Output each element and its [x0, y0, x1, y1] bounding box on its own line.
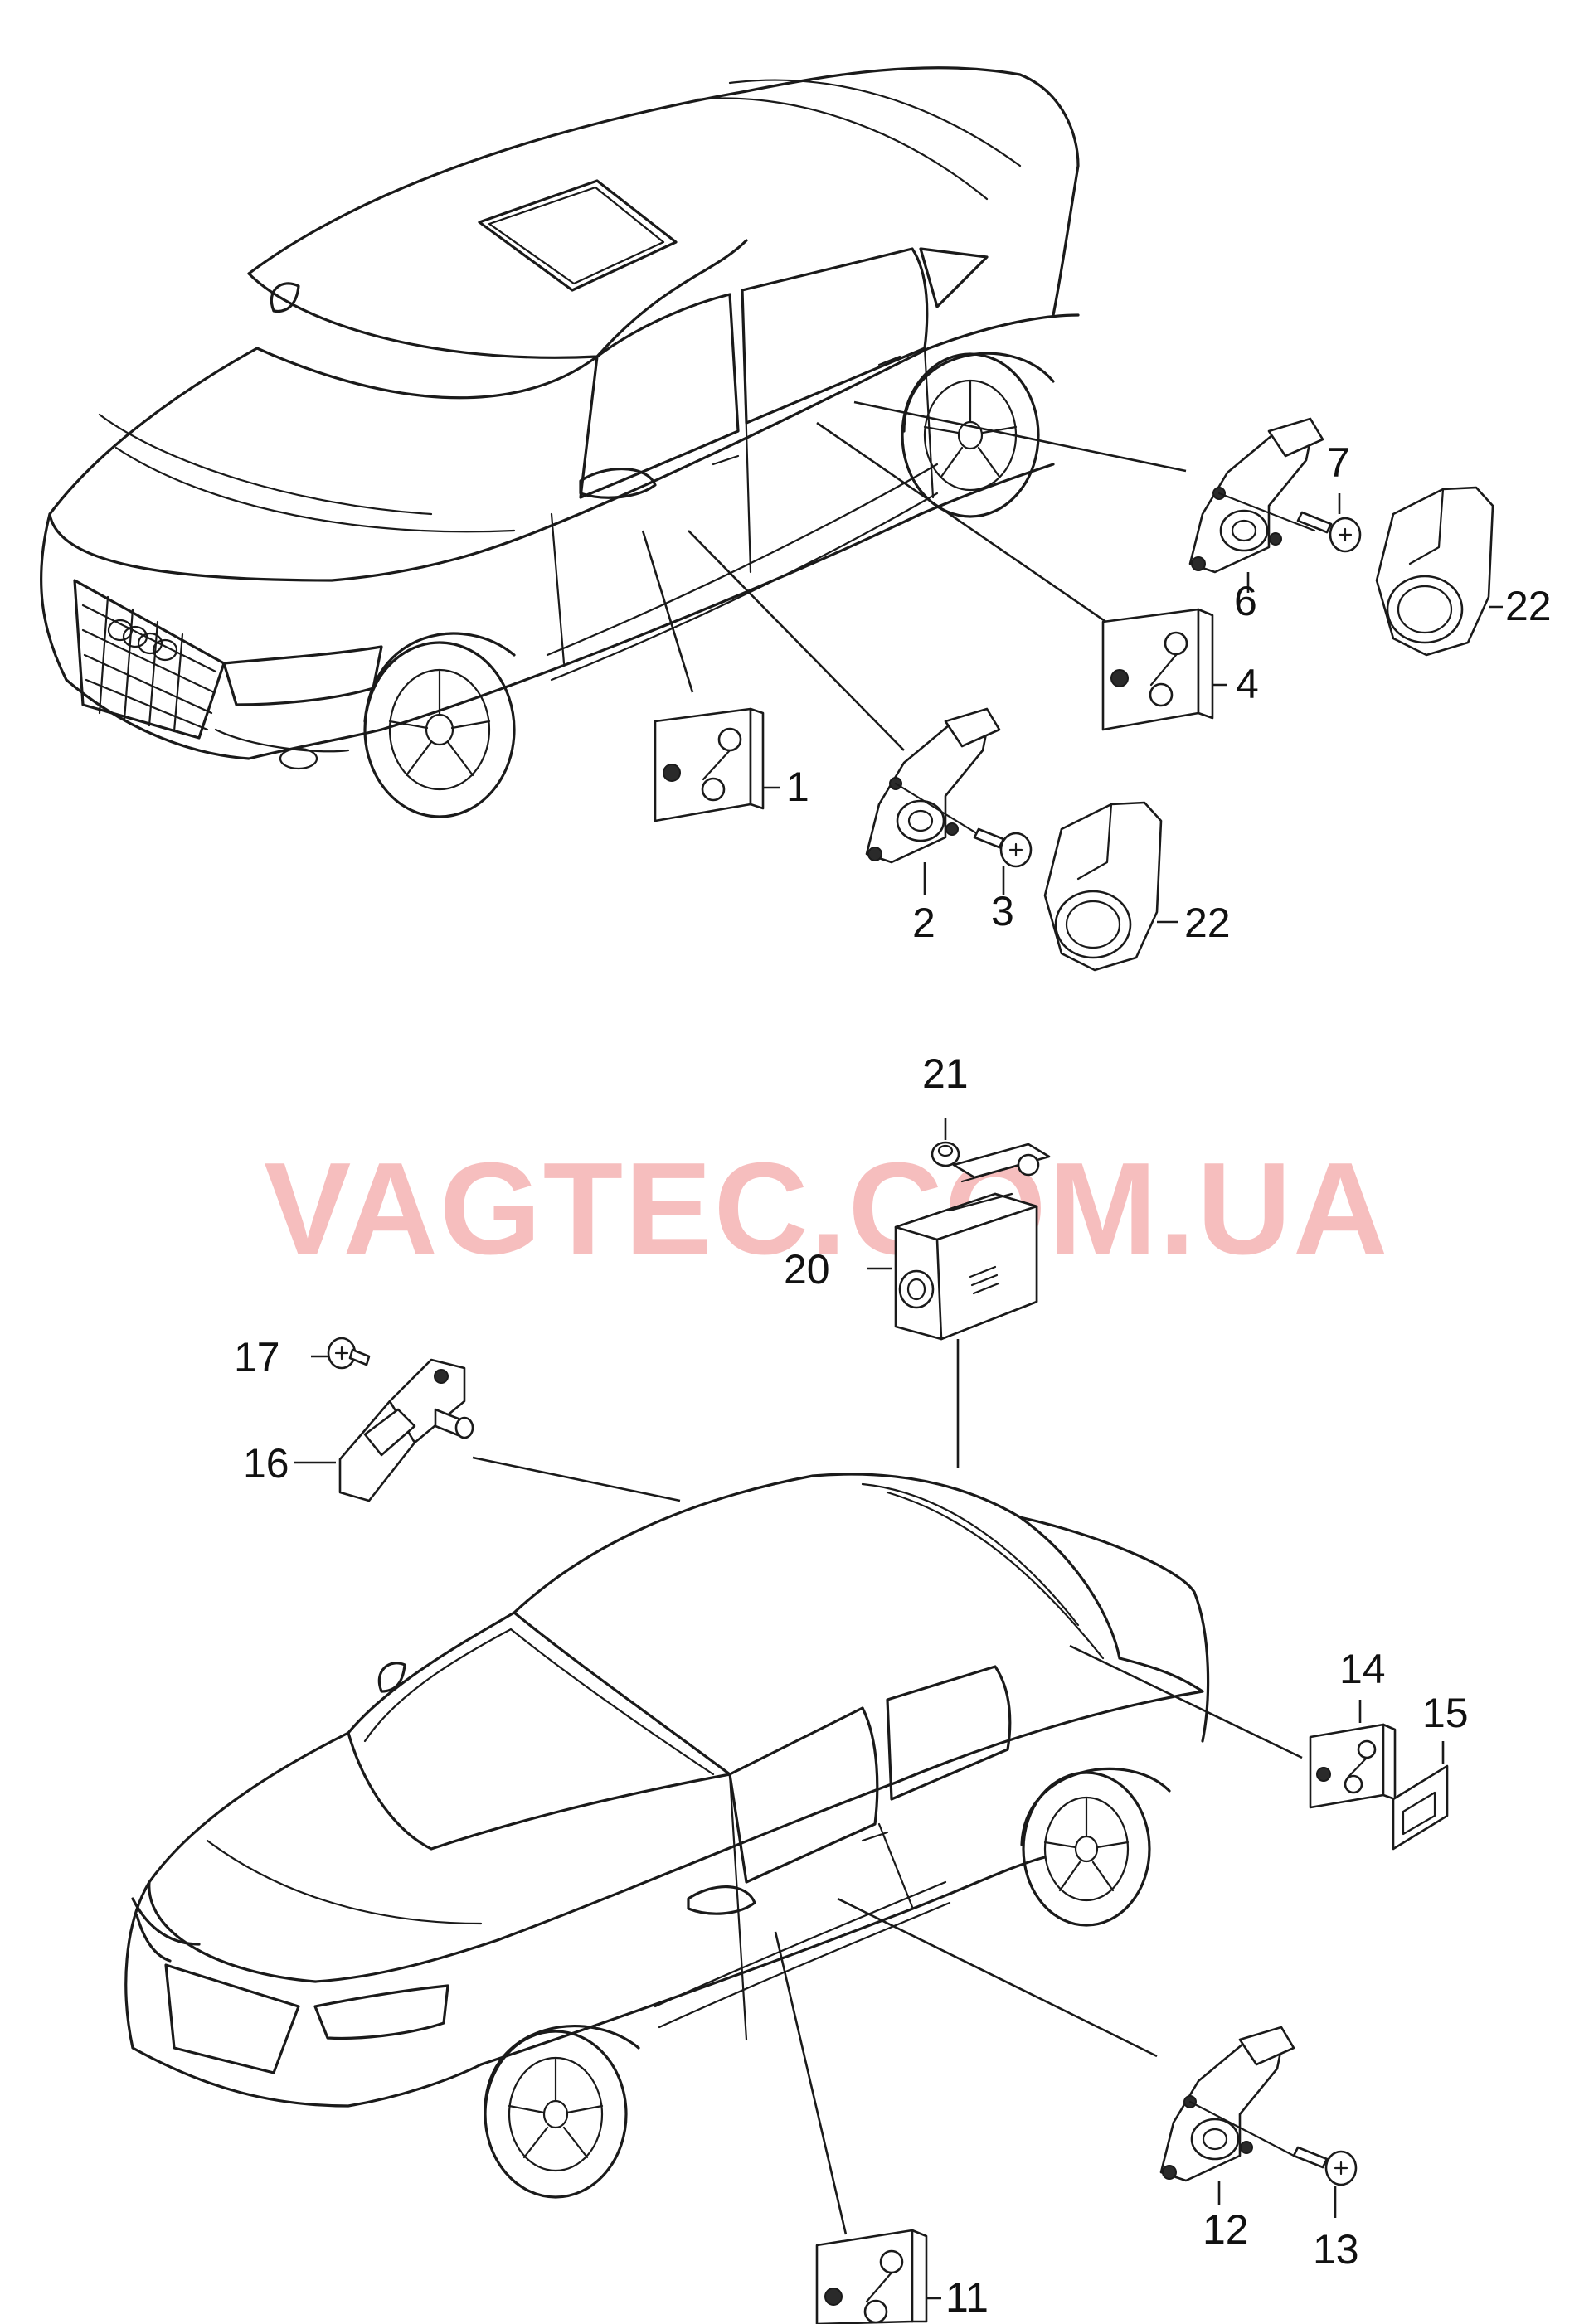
control-switch-icon — [815, 2229, 928, 2324]
callout-12: 12 — [1203, 2206, 1249, 2253]
watermark-text: VAGTEC.COM.UA — [264, 1136, 1389, 1282]
control-unit-icon — [894, 1143, 1051, 1341]
gasket-icon — [1392, 1764, 1449, 1851]
window-regulator-motor-icon — [1159, 2026, 1295, 2182]
motor-cover-icon — [1043, 801, 1163, 972]
callout-14: 14 — [1339, 1646, 1386, 1692]
rear-wheel — [1020, 1767, 1171, 1927]
callout-2: 2 — [912, 900, 935, 946]
sedan-car-illustration — [40, 66, 1080, 818]
window-regulator-motor-icon — [1188, 417, 1324, 574]
front-wheel — [363, 632, 516, 818]
motor-cover-icon — [1375, 486, 1494, 657]
control-switch-icon — [654, 707, 765, 822]
callout-15: 15 — [1422, 1690, 1469, 1736]
callout-7: 7 — [1327, 439, 1350, 486]
callout-22b: 22 — [1505, 583, 1552, 629]
callout-3: 3 — [991, 888, 1014, 934]
callout-4: 4 — [1236, 661, 1259, 707]
callout-6: 6 — [1234, 578, 1257, 624]
screw-icon — [1292, 2146, 1358, 2186]
cabriolet-leader-lines — [774, 1644, 1303, 2235]
grille-mesh — [81, 595, 217, 733]
screw-icon — [1296, 511, 1362, 553]
callout-16: 16 — [243, 1440, 289, 1487]
callout-13: 13 — [1313, 2226, 1359, 2273]
callout-11: 11 — [945, 2274, 989, 2321]
front-wheel — [484, 2025, 640, 2199]
callout-21: 21 — [922, 1050, 969, 1097]
callout-17: 17 — [234, 1334, 280, 1380]
control-switch-icon — [1309, 1723, 1397, 1809]
callout-20: 20 — [784, 1246, 830, 1293]
cabriolet-car-illustration — [124, 1473, 1210, 2199]
callout-1: 1 — [786, 764, 809, 810]
screw-icon — [973, 827, 1033, 868]
window-regulator-motor-icon — [865, 707, 1005, 864]
control-switch-icon — [1101, 608, 1214, 731]
sedan-leader-lines — [641, 400, 1187, 751]
callout-22a: 22 — [1184, 900, 1231, 946]
roof-motor-icon — [338, 1358, 474, 1502]
screw-icon — [327, 1337, 371, 1370]
nut-icon — [931, 1141, 960, 1167]
audi-rings-logo — [107, 619, 178, 662]
